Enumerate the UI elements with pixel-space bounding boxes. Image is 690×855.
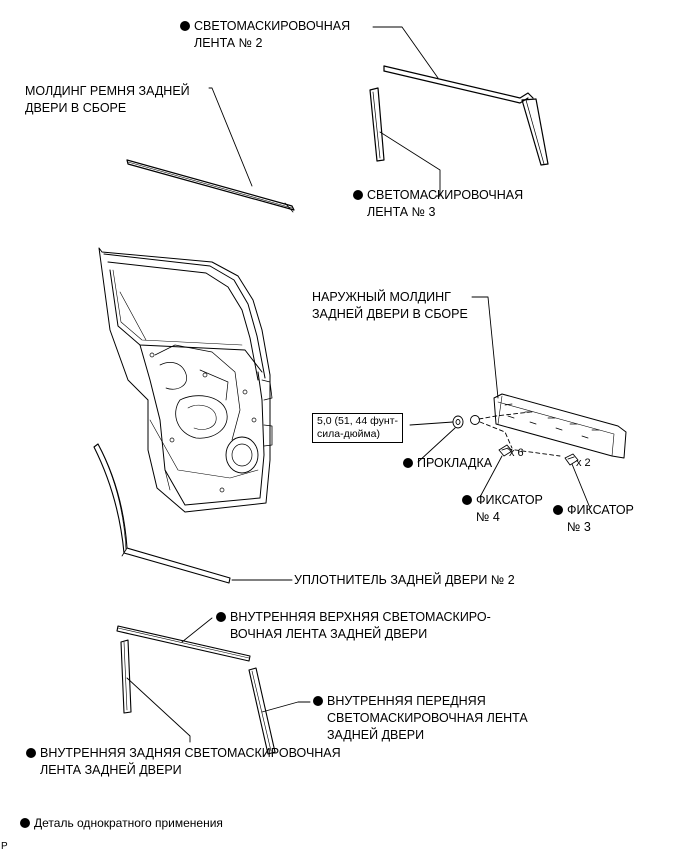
single-use-dot-icon <box>313 696 323 706</box>
label-weatherstrip: УПЛОТНИТЕЛЬ ЗАДНЕЙ ДВЕРИ № 2 <box>294 573 515 587</box>
label-belt-molding-line1: МОЛДИНГ РЕМНЯ ЗАДНЕЙ <box>25 84 190 98</box>
label-inner-upper-tape-line1: ВНУТРЕННЯЯ ВЕРХНЯЯ СВЕТОМАСКИРО- <box>230 610 491 624</box>
outer-molding-part <box>493 393 627 459</box>
label-gasket: ПРОКЛАДКА <box>403 455 492 472</box>
label-belt-molding: МОЛДИНГ РЕМНЯ ЗАДНЕЙ ДВЕРИ В СБОРЕ <box>25 83 190 117</box>
torque-spec-line2: сила-дюйма) <box>317 428 380 440</box>
label-inner-front-tape-line1: ВНУТРЕННЯЯ ПЕРЕДНЯЯ <box>327 694 486 708</box>
single-use-dot-icon <box>353 190 363 200</box>
single-use-dot-icon <box>180 21 190 31</box>
label-inner-rear-tape: ВНУТРЕННЯЯ ЗАДНЯЯ СВЕТОМАСКИРОВОЧНАЯ ЛЕН… <box>26 745 341 779</box>
tape-3-part <box>369 87 385 162</box>
legend-single-use: Деталь однократного применения <box>20 815 223 832</box>
label-tape-2: СВЕТОМАСКИРОВОЧНАЯ ЛЕНТА № 2 <box>180 18 350 52</box>
clip-parts <box>498 444 579 466</box>
leader-lines-top <box>208 26 441 197</box>
legend-text: Деталь однократного применения <box>34 816 223 830</box>
single-use-dot-icon <box>553 505 563 515</box>
label-tape-3: СВЕТОМАСКИРОВОЧНАЯ ЛЕНТА № 3 <box>353 187 523 221</box>
label-clip-3: ФИКСАТОР № 3 <box>553 502 634 536</box>
single-use-dot-icon <box>20 818 30 828</box>
label-inner-front-tape-line3: ЗАДНЕЙ ДВЕРИ <box>327 728 425 742</box>
single-use-dot-icon <box>403 458 413 468</box>
label-inner-front-tape-line2: СВЕТОМАСКИРОВОЧНАЯ ЛЕНТА <box>327 711 528 725</box>
label-gasket-text: ПРОКЛАДКА <box>417 456 493 470</box>
corner-mark: P <box>1 841 8 852</box>
label-inner-upper-tape: ВНУТРЕННЯЯ ВЕРХНЯЯ СВЕТОМАСКИРО- ВОЧНАЯ … <box>216 609 491 643</box>
inner-rear-tape-part <box>120 639 191 743</box>
belt-molding-part <box>126 159 295 213</box>
label-qty-2: x 2 <box>576 457 591 469</box>
label-clip-3-line2: № 3 <box>567 520 591 534</box>
label-outer-molding-line1: НАРУЖНЫЙ МОЛДИНГ <box>312 290 451 304</box>
label-clip-4: ФИКСАТОР № 4 <box>462 492 543 526</box>
inner-front-tape-part <box>248 667 311 755</box>
single-use-dot-icon <box>26 748 36 758</box>
rear-door-part <box>98 247 273 513</box>
label-belt-molding-line2: ДВЕРИ В СБОРЕ <box>25 101 127 115</box>
torque-spec-line1: 5,0 (51, 44 фунт- <box>317 415 398 427</box>
label-qty-6: x 6 <box>509 447 524 459</box>
label-tape-3-line2: ЛЕНТА № 3 <box>367 205 436 219</box>
label-tape-3-line1: СВЕТОМАСКИРОВОЧНАЯ <box>367 188 524 202</box>
label-outer-molding: НАРУЖНЫЙ МОЛДИНГ ЗАДНЕЙ ДВЕРИ В СБОРЕ <box>312 289 468 323</box>
label-inner-upper-tape-line2: ВОЧНАЯ ЛЕНТА ЗАДНЕЙ ДВЕРИ <box>230 627 428 641</box>
single-use-dot-icon <box>462 495 472 505</box>
label-clip-4-line2: № 4 <box>476 510 500 524</box>
torque-spec-box: 5,0 (51, 44 фунт- сила-дюйма) <box>312 413 403 443</box>
label-clip-3-line1: ФИКСАТОР <box>567 503 634 517</box>
single-use-dot-icon <box>216 612 226 622</box>
label-inner-front-tape: ВНУТРЕННЯЯ ПЕРЕДНЯЯ СВЕТОМАСКИРОВОЧНАЯ Л… <box>313 693 528 744</box>
label-tape-2-line1: СВЕТОМАСКИРОВОЧНАЯ <box>194 19 351 33</box>
label-inner-rear-tape-line2: ЛЕНТА ЗАДНЕЙ ДВЕРИ <box>40 763 182 777</box>
leader-lines-middle <box>409 296 591 509</box>
tape-2-part <box>383 65 549 166</box>
label-inner-rear-tape-line1: ВНУТРЕННЯЯ ЗАДНЯЯ СВЕТОМАСКИРОВОЧНАЯ <box>40 746 341 760</box>
label-outer-molding-line2: ЗАДНЕЙ ДВЕРИ В СБОРЕ <box>312 307 468 321</box>
weatherstrip-part <box>93 443 293 584</box>
label-tape-2-line2: ЛЕНТА № 2 <box>194 36 263 50</box>
label-clip-4-line1: ФИКСАТОР <box>476 493 543 507</box>
inner-upper-tape-part <box>116 617 251 662</box>
